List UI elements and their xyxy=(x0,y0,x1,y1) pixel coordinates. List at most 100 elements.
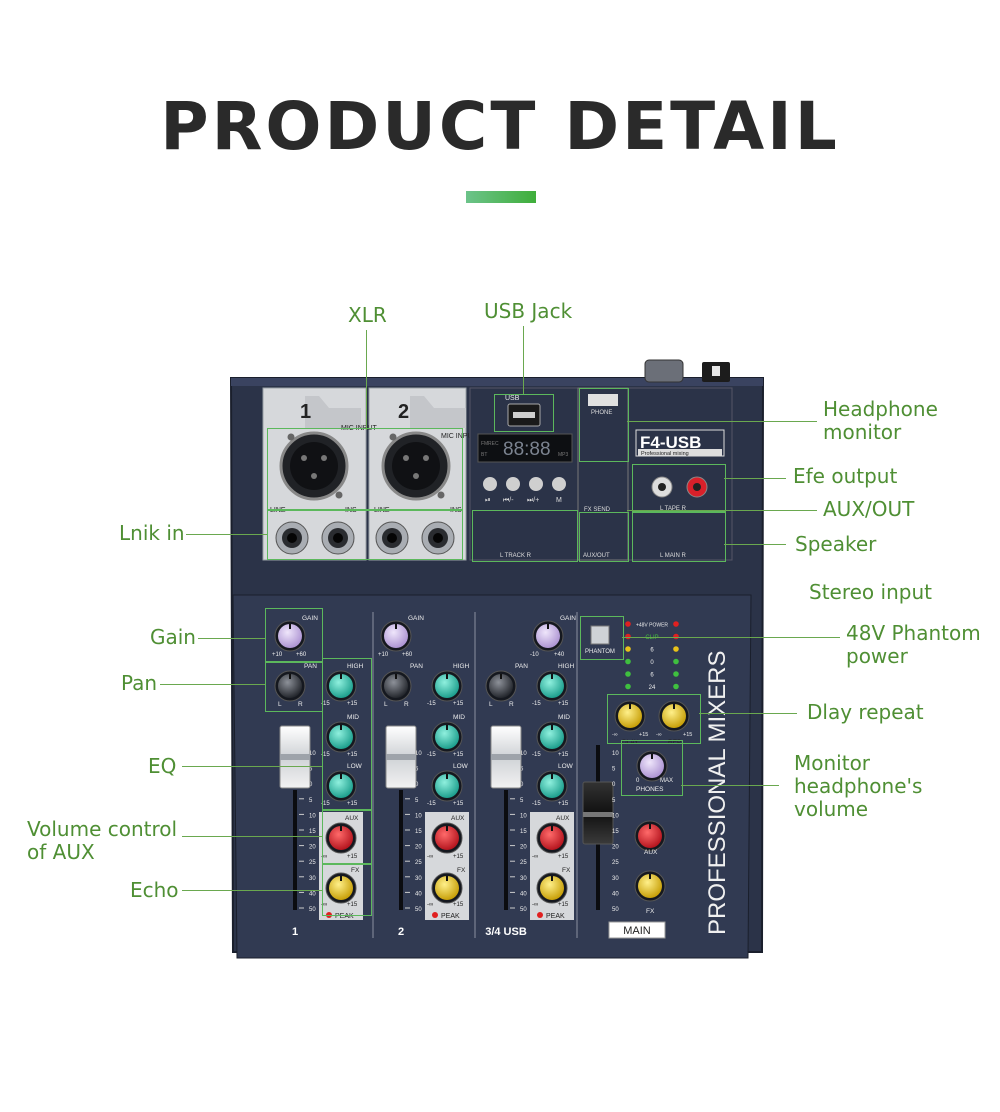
aux-knob-2[interactable] xyxy=(431,822,463,854)
aux-out-label: AUX/OUT xyxy=(583,553,610,559)
low-max-2: +15 xyxy=(453,801,464,807)
display-digits: 88:88 xyxy=(503,439,551,460)
ins-jack-2[interactable] xyxy=(421,521,455,555)
player-label-prev: ⏮/- xyxy=(503,497,514,504)
leader-speaker xyxy=(724,544,786,545)
player-button-next[interactable] xyxy=(529,477,543,491)
dlay-min: -∞ xyxy=(612,732,618,738)
mid-label-3: MID xyxy=(558,714,570,721)
master-aux-label: AUX xyxy=(644,849,658,856)
player-button-prev[interactable] xyxy=(506,477,520,491)
line-jack-2[interactable] xyxy=(375,521,409,555)
fader-scale-1-10: 50 xyxy=(309,907,316,913)
mid-max-1: +15 xyxy=(347,752,358,758)
rep-min: -∞ xyxy=(656,732,662,738)
pan-knob-2[interactable] xyxy=(380,670,412,702)
fx-label-1: FX xyxy=(351,867,360,874)
channel-fader-1[interactable] xyxy=(279,725,311,789)
xlr-jack-2[interactable] xyxy=(381,431,451,501)
ins-jack-1[interactable] xyxy=(321,521,355,555)
aux-knob-1[interactable] xyxy=(325,822,357,854)
fx-send-label: FX SEND xyxy=(584,507,611,513)
channel-fader-2[interactable] xyxy=(385,725,417,789)
low-eq-knob-3[interactable] xyxy=(536,770,568,802)
highlight-aux xyxy=(322,810,372,864)
channel-fader-3[interactable] xyxy=(490,725,522,789)
rca-left[interactable] xyxy=(651,476,673,498)
high-eq-knob-2[interactable] xyxy=(431,670,463,702)
fx-knob-2[interactable] xyxy=(431,872,463,904)
channel-label-1: 1 xyxy=(292,926,298,938)
highlight-usb xyxy=(494,394,554,432)
fader-scale-1-5: 15 xyxy=(309,829,316,835)
high-min-1: -15 xyxy=(321,701,330,707)
highlight-auxout xyxy=(579,512,629,562)
gain-max-2: +60 xyxy=(402,652,413,658)
aux-knob-3[interactable] xyxy=(536,822,568,854)
display-fm: FM xyxy=(481,441,488,447)
leader-pan xyxy=(160,684,265,685)
fx-max-1: +15 xyxy=(347,902,358,908)
line-jack-1[interactable] xyxy=(275,521,309,555)
highlight-tape xyxy=(632,464,726,512)
main-label-box xyxy=(608,921,666,939)
dlay-label: DLAY xyxy=(622,739,639,746)
player-button-mode[interactable] xyxy=(552,477,566,491)
main-fader[interactable] xyxy=(582,781,614,845)
callout-aux-out: AUX/OUT xyxy=(823,497,915,521)
side-brand-text: PROFESSIONAL MIXERS xyxy=(704,650,731,935)
rca-right[interactable] xyxy=(686,476,708,498)
pan-knob-1[interactable] xyxy=(274,670,306,702)
mic-input-label-2: MIC INPUT xyxy=(441,433,478,440)
low-eq-knob-2[interactable] xyxy=(431,770,463,802)
xlr-jack-1[interactable] xyxy=(279,431,349,501)
player-label-play: ⏯ xyxy=(485,497,491,504)
callout-48v-phantom: 48V Phantom power xyxy=(846,621,981,668)
main-fader-scale-10: 50 xyxy=(612,907,619,913)
main-fader-scale-3: 5 xyxy=(612,798,616,804)
low-label-2: LOW xyxy=(453,763,469,770)
gain-knob-2[interactable] xyxy=(380,620,412,652)
high-eq-knob-3[interactable] xyxy=(536,670,568,702)
fx-knob-1[interactable] xyxy=(325,872,357,904)
mid-eq-knob-3[interactable] xyxy=(536,721,568,753)
leader-auxout xyxy=(627,510,817,511)
gain-knob-1[interactable] xyxy=(274,620,306,652)
meter-led-right-5 xyxy=(673,683,679,690)
fx-knob-3[interactable] xyxy=(536,872,568,904)
phones-knob[interactable] xyxy=(636,750,668,782)
high-label-3: HIGH xyxy=(558,663,575,670)
phones-label: PHONES xyxy=(636,786,664,793)
mid-eq-knob-2[interactable] xyxy=(431,721,463,753)
low-eq-knob-1[interactable] xyxy=(325,770,357,802)
fx-min-1: -∞ xyxy=(321,902,327,908)
high-max-1: +15 xyxy=(347,701,358,707)
master-aux-knob[interactable] xyxy=(634,820,666,852)
fader-scale-3-4: 10 xyxy=(520,813,527,819)
fader-scale-3-1: 5 xyxy=(520,767,524,773)
callout-efe-output: Efe output xyxy=(793,464,898,488)
low-label-3: LOW xyxy=(558,763,574,770)
pan-r-2: R xyxy=(404,701,409,708)
gain-knob-3[interactable] xyxy=(532,620,564,652)
fader-scale-3-2: 0 xyxy=(520,782,524,788)
master-fx-knob[interactable] xyxy=(634,870,666,902)
phantom-button[interactable] xyxy=(590,625,610,645)
high-eq-knob-1[interactable] xyxy=(325,670,357,702)
callout-echo: Echo xyxy=(130,878,179,902)
leader-eq xyxy=(182,766,322,767)
callout-lnik-in: Lnik in xyxy=(119,521,185,545)
pan-r-3: R xyxy=(509,701,514,708)
dlay-knob[interactable] xyxy=(614,700,646,732)
rep-knob[interactable] xyxy=(658,700,690,732)
fader-scale-3-10: 50 xyxy=(520,907,527,913)
pan-knob-3[interactable] xyxy=(485,670,517,702)
gain-label-2: GAIN xyxy=(408,615,424,622)
highlight-phones xyxy=(621,740,683,796)
player-button-play[interactable] xyxy=(483,477,497,491)
peak-label-3: PEAK xyxy=(546,913,565,920)
mid-eq-knob-1[interactable] xyxy=(325,721,357,753)
phones-min: 0 xyxy=(636,778,640,784)
track-label: L TRACK R xyxy=(500,553,532,559)
